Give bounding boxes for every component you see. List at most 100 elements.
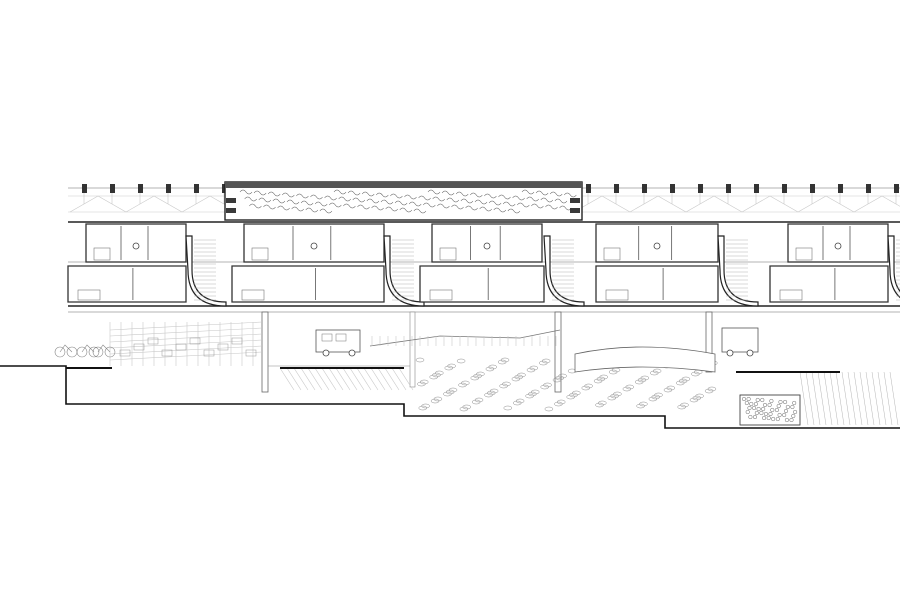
stone-pit-box <box>739 394 801 426</box>
plant-stroke <box>545 204 558 210</box>
stone <box>776 403 781 409</box>
cabinet <box>93 247 111 261</box>
curved-wall <box>887 235 900 299</box>
planting-blob <box>556 399 566 405</box>
roof-garden-planter <box>224 181 583 221</box>
plant-stroke <box>526 196 539 202</box>
plant-stroke <box>263 204 276 210</box>
cabinet <box>439 247 457 261</box>
stone <box>775 416 780 422</box>
stone <box>756 406 761 412</box>
plant-stroke <box>549 191 563 197</box>
plant-stroke <box>484 193 497 199</box>
plant-stroke <box>314 201 328 207</box>
plant-stroke <box>507 208 521 214</box>
planting-blob <box>419 379 429 385</box>
stone <box>771 416 776 422</box>
plant-stroke <box>531 203 544 209</box>
planting-blob <box>456 358 466 364</box>
planting-blob <box>680 402 689 408</box>
stone <box>749 401 754 407</box>
lower-room <box>67 265 187 303</box>
plant-stroke <box>343 203 356 209</box>
stone <box>785 404 790 410</box>
planting-blob <box>476 371 485 377</box>
planting-blob <box>695 393 704 399</box>
stone <box>744 400 749 406</box>
plant-stroke <box>244 196 257 202</box>
stone <box>778 399 783 405</box>
plant-stroke <box>333 189 347 195</box>
planting-blob <box>625 384 634 390</box>
planting-blob <box>502 381 511 387</box>
planting-blob <box>474 397 484 403</box>
curved-wall <box>383 235 425 307</box>
stone <box>753 401 758 407</box>
stone <box>759 410 764 416</box>
plant-stroke <box>394 200 408 206</box>
unit-1 <box>67 223 227 307</box>
planting-blob <box>681 376 691 382</box>
plant-stroke <box>277 205 290 211</box>
stone <box>782 412 787 418</box>
plant-pot <box>483 242 491 250</box>
sofa <box>605 289 629 301</box>
plant-stroke <box>498 194 511 200</box>
plant-stroke <box>427 189 441 195</box>
market-stall <box>231 337 243 345</box>
stone <box>792 400 797 406</box>
bicycles <box>54 344 116 358</box>
planting-blob <box>541 358 551 364</box>
plant-stroke <box>479 206 492 212</box>
plant-stroke <box>404 194 417 200</box>
roof-beam <box>726 184 731 193</box>
roof-beam <box>194 184 199 193</box>
planting-blob <box>666 385 676 391</box>
market-stall <box>147 337 159 345</box>
plant-stroke <box>338 196 351 202</box>
stone-pit <box>739 371 899 426</box>
plant-stroke <box>380 199 394 205</box>
stone <box>754 410 759 416</box>
curved-wall <box>185 235 227 307</box>
roof-beam <box>138 184 143 193</box>
cabinet <box>251 247 269 261</box>
planting-blob <box>515 398 525 404</box>
ground-level <box>0 321 900 429</box>
plant-stroke <box>385 206 398 212</box>
roof-beam <box>586 184 591 193</box>
planting-blob <box>433 396 443 402</box>
stone <box>760 397 765 403</box>
stone <box>777 412 782 418</box>
stone <box>793 409 798 415</box>
unit-5 <box>769 223 900 303</box>
stone <box>789 417 794 423</box>
stone <box>762 402 768 408</box>
curved-wall <box>717 235 759 307</box>
stone <box>748 414 753 420</box>
planting-blob <box>517 372 526 378</box>
planted-basin <box>415 346 718 412</box>
plant-stroke <box>488 200 502 206</box>
planting-blob <box>421 403 430 409</box>
plant-pot <box>310 242 318 250</box>
planting-blob <box>599 374 608 380</box>
plant-stroke <box>324 195 337 201</box>
planting-blob <box>503 405 513 411</box>
plant-stroke <box>352 197 366 203</box>
columns <box>261 311 713 393</box>
market-stall <box>245 349 257 357</box>
unit-3 <box>419 223 585 307</box>
roof-beam <box>166 184 171 193</box>
planting-blob <box>640 375 650 381</box>
bicycle <box>54 344 78 358</box>
roof-beams <box>82 184 899 204</box>
plant-stroke <box>418 195 431 201</box>
planting-blob <box>489 388 499 394</box>
plant-stroke <box>253 190 267 196</box>
plant-stroke <box>437 203 450 209</box>
planting-blob <box>435 370 444 376</box>
food-truck <box>315 329 361 357</box>
